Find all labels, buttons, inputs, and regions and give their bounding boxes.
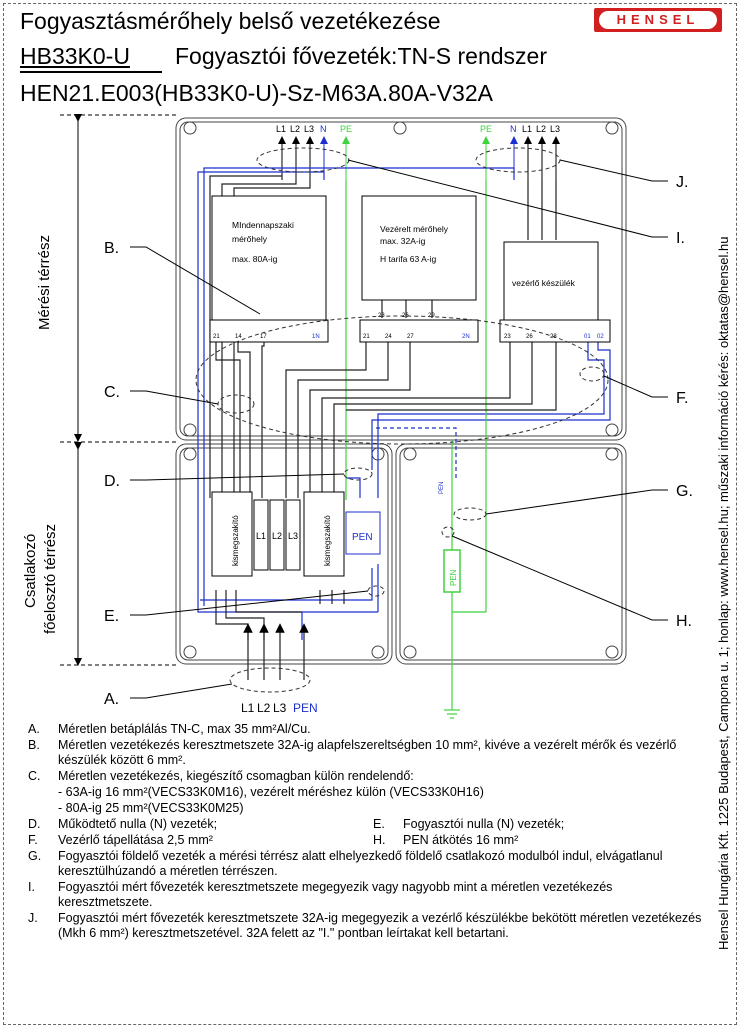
callout-C: C. [104,384,120,401]
pen-link-label: PEN [439,482,445,494]
fuse-label: L3 [288,531,298,541]
callout-G: G. [676,483,693,500]
upper-enclosure [175,117,627,441]
brand-name: HENSEL [599,11,717,29]
leader-lines [130,159,668,699]
input-label: L2 [257,701,271,715]
note-item: G.Fogyasztói földelő vezeték a mérési té… [28,849,663,878]
breaker1-label: kismegszakító [231,515,240,566]
terminal-no: 26 [402,313,409,319]
terminal-label: PE [340,124,352,134]
input-label: L1 [241,701,255,715]
lower-right-enclosure [395,443,627,665]
meter-everyday: MIndennapszaki mérőhely max. 80A-ig 21 1… [209,195,329,343]
page-title: Fogyasztásmérőhely belső vezetékezése [20,8,441,34]
terminal-label: L1 [522,124,532,134]
callout-I: I. [676,230,685,247]
terminal-no: 26 [526,334,533,340]
breaker-left: kismegszakító [211,491,253,577]
meter2-line3: H tarifa 63 A-ig [380,254,436,264]
black-wiring [209,175,569,680]
meter1-line3: max. 80A-ig [232,254,278,264]
callout-letters: A. B. C. D. E. F. G. H. I. J. [104,174,693,708]
meter-controlled: Vezérelt mérőhely max. 32A-ig H tarifa 6… [359,195,479,343]
note-item: A.Méretlen betáplálás TN-C, max 35 mm²Al… [28,722,311,736]
terminal-no: 1N [312,334,320,340]
callout-J: J. [676,174,688,191]
terminal-no: 2N [462,334,470,340]
note-item: I.Fogyasztói mért fővezeték keresztmetsz… [28,880,613,909]
terminal-label: L1 [276,124,286,134]
terminal-label: N [320,124,327,134]
callout-H: H. [676,613,692,630]
terminal-label: L2 [536,124,546,134]
fuse-label: L2 [272,531,282,541]
note-item: - 80A-ig 25 mm²(VECS33K0M25) [58,801,244,815]
meter2-line1: Vezérelt mérőhely [380,224,449,234]
terminal-no: 29 [428,313,435,319]
note-item: B.Méretlen vezetékezés keresztmetszete 3… [28,738,677,767]
fuse-block: L1 L2 L3 [253,499,301,571]
note-item: F.Vezérlő tápellátása 2,5 mm² H.PEN átkö… [28,833,519,847]
top-left-terminals: L1 L2 L3 N PE [276,124,352,180]
wiring-diagram: L1 L2 L3 N PE PE N L1 L2 L3 [60,114,693,719]
code-underline [20,71,162,73]
terminal-label: L3 [550,124,560,134]
note-item: - 63A-ig 16 mm²(VECS33K0M16), vezérelt m… [58,785,484,799]
bottom-inputs: L1 L2 L3 PEN [241,701,318,715]
dimension-lines [60,114,176,666]
control-device: vezérlő készülék 23 26 28 01 02 [499,241,611,343]
pen-terminal-label: PEN [449,569,458,586]
terminal-no: 21 [363,334,370,340]
terminal-no: 17 [260,334,267,340]
input-label: L3 [273,701,287,715]
green-wiring [345,180,487,719]
hensel-logo: HENSEL [594,8,722,32]
note-item: C.Méretlen vezetékezés, kiegészítő csoma… [28,769,414,783]
input-label: PEN [293,701,318,715]
terminal-no: 02 [597,334,604,340]
callout-D: D. [104,473,120,490]
terminal-no: 23 [504,334,511,340]
pen-terminal: PEN PEN [439,482,461,593]
subtitle: Fogyasztói fővezeték:TN-S rendszer [175,43,547,69]
terminal-label: L3 [304,124,314,134]
model-number: HEN21.E003(HB33K0-U)-Sz-M63A.80A-V32A [20,80,493,106]
terminal-no: 21 [213,334,220,340]
meter1-line1: MIndennapszaki [232,220,294,230]
terminal-label: L2 [290,124,300,134]
callout-F: F. [676,390,688,407]
terminal-no: 14 [235,334,242,340]
terminal-label: N [510,124,517,134]
terminal-label: PE [480,124,492,134]
page-frame [3,3,737,1025]
terminal-no: 27 [407,334,414,340]
note-item: D.Működtető nulla (N) vezeték; E.Fogyasz… [28,817,565,831]
callout-B: B. [104,240,119,257]
callout-A: A. [104,691,119,708]
terminal-no: 01 [584,334,591,340]
model-code: HB33K0-U [20,43,130,69]
meter2-line2: max. 32A-ig [380,236,426,246]
pen-block: PEN [345,511,381,555]
terminal-no: 24 [385,334,392,340]
notes-list: A.Méretlen betáplálás TN-C, max 35 mm²Al… [20,722,710,942]
callout-E: E. [104,608,119,625]
company-contact: Hensel Hungária Kft. 1225 Budapest, Camp… [716,236,731,950]
fuse-label: L1 [256,531,266,541]
meter1-line2: mérőhely [232,234,268,244]
pen-block-label: PEN [352,532,373,543]
top-right-terminals: PE N L1 L2 L3 [480,124,560,180]
note-item: J.Fogyasztói mért fővezeték keresztmetsz… [28,911,702,940]
controller-label: vezérlő készülék [512,278,576,288]
breaker2-label: kismegszakító [323,515,332,566]
breaker-right: kismegszakító [303,491,345,577]
blue-wiring [197,167,611,640]
